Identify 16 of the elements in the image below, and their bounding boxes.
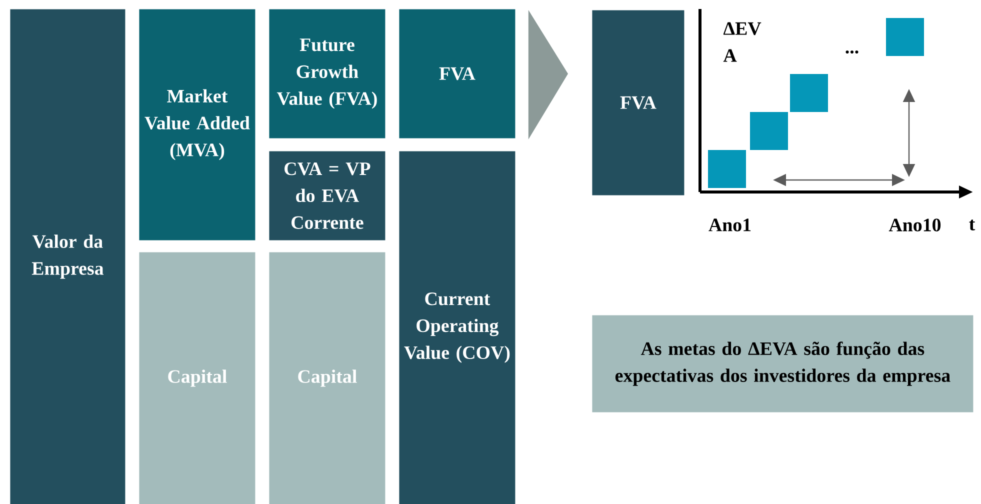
axis-label: t bbox=[969, 220, 976, 230]
value-column: Valor da Empresa bbox=[10, 9, 126, 504]
fgv-block: Future Growth Value (FVA) bbox=[269, 9, 386, 138]
cov-block: Current Operating Value (COV) bbox=[399, 151, 516, 504]
chevron-arrow bbox=[528, 10, 568, 140]
note-box: As metas do ΔEVA são função das expectativas dos investidores da empresa bbox=[592, 315, 974, 412]
fva-block: FVA bbox=[592, 10, 684, 196]
fva-block: FVA bbox=[399, 9, 516, 138]
axis-label: ΔEV A bbox=[723, 22, 762, 62]
ellipsis: ... bbox=[846, 50, 858, 54]
axis-tick-label: Ano10 bbox=[888, 218, 941, 232]
mva-block: Market Value Added (MVA) bbox=[139, 9, 256, 240]
axis-tick-label: Ano1 bbox=[708, 218, 751, 232]
capital-block: Capital bbox=[139, 252, 256, 504]
cva-block: CVA = VP do EVA Corrente bbox=[269, 151, 386, 240]
capital-block: Capital bbox=[269, 252, 386, 504]
